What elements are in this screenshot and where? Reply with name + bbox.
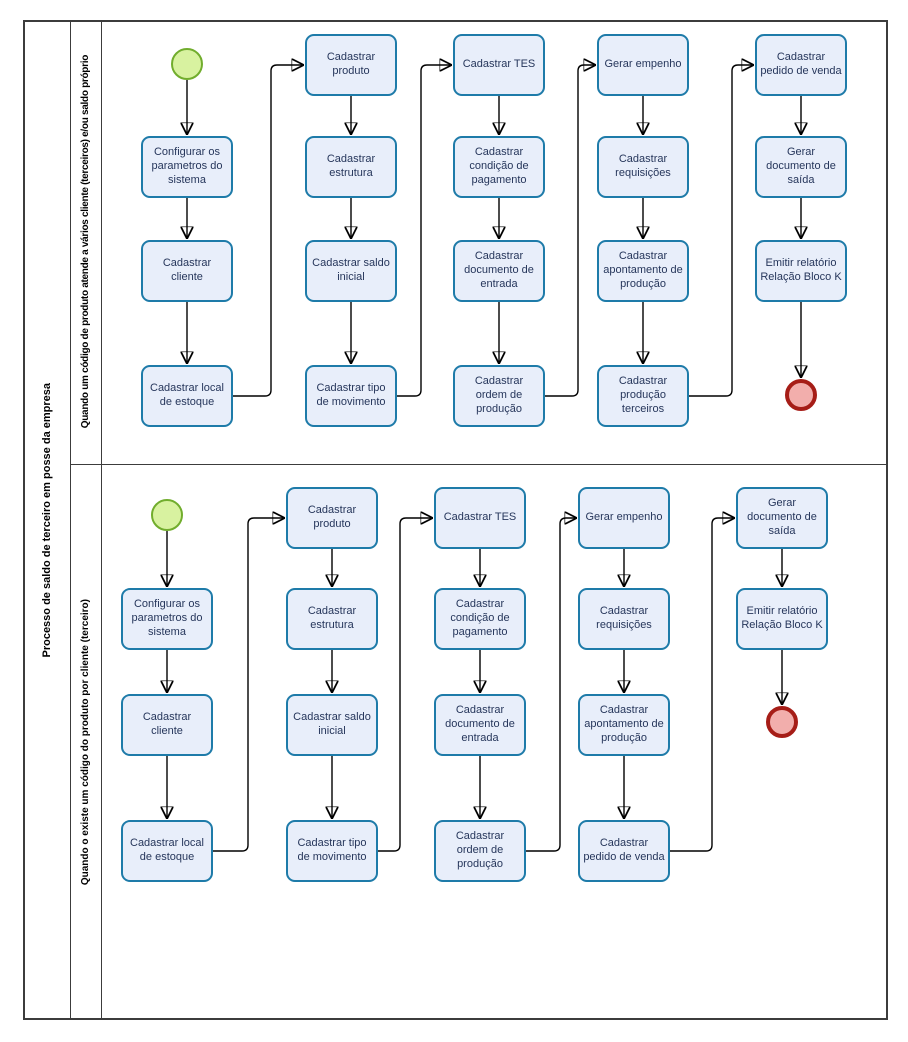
task-cadastrar-condicao-pagamento: Cadastrar condição de pagamento bbox=[453, 136, 545, 198]
task-cadastrar-producao-terceiros: Cadastrar produção terceiros bbox=[597, 365, 689, 427]
task-cadastrar-tes: Cadastrar TES bbox=[434, 487, 526, 549]
task-gerar-empenho: Gerar empenho bbox=[578, 487, 670, 549]
lane2-label-cell: Quando o existe um código do produto por… bbox=[70, 464, 101, 1020]
lane1-title: Quando um código de produto atende a vár… bbox=[80, 55, 91, 429]
task-cadastrar-saldo-inicial: Cadastrar saldo inicial bbox=[305, 240, 397, 302]
task-cadastrar-tes: Cadastrar TES bbox=[453, 34, 545, 96]
task-cadastrar-local-estoque: Cadastrar local de estoque bbox=[121, 820, 213, 882]
task-cadastrar-apontamento-producao: Cadastrar apontamento de produção bbox=[578, 694, 670, 756]
task-cadastrar-local-estoque: Cadastrar local de estoque bbox=[141, 365, 233, 427]
task-cadastrar-estrutura: Cadastrar estrutura bbox=[286, 588, 378, 650]
start-event bbox=[151, 499, 183, 531]
end-event bbox=[785, 379, 817, 411]
task-configurar-parametros: Configurar os parametros do sistema bbox=[121, 588, 213, 650]
task-cadastrar-ordem-producao: Cadastrar ordem de produção bbox=[434, 820, 526, 882]
task-cadastrar-tipo-movimento: Cadastrar tipo de movimento bbox=[305, 365, 397, 427]
pool-label-cell: Processo de saldo de terceiro em posse d… bbox=[23, 20, 70, 1020]
task-emitir-relatorio-bloco-k: Emitir relatório Relação Bloco K bbox=[736, 588, 828, 650]
task-cadastrar-cliente: Cadastrar cliente bbox=[121, 694, 213, 756]
task-cadastrar-ordem-producao: Cadastrar ordem de produção bbox=[453, 365, 545, 427]
lane-divider bbox=[70, 464, 888, 465]
task-cadastrar-requisicoes: Cadastrar requisições bbox=[578, 588, 670, 650]
task-cadastrar-produto: Cadastrar produto bbox=[286, 487, 378, 549]
task-gerar-documento-saida: Gerar documento de saída bbox=[736, 487, 828, 549]
task-cadastrar-pedido-venda: Cadastrar pedido de venda bbox=[578, 820, 670, 882]
lane-label-divider bbox=[101, 20, 102, 1020]
pool-border bbox=[23, 20, 888, 1020]
lane1-label-cell: Quando um código de produto atende a vár… bbox=[70, 20, 101, 464]
lane2-title: Quando o existe um código do produto por… bbox=[80, 598, 91, 886]
task-cadastrar-apontamento-producao: Cadastrar apontamento de produção bbox=[597, 240, 689, 302]
task-gerar-documento-saida: Gerar documento de saída bbox=[755, 136, 847, 198]
task-cadastrar-saldo-inicial: Cadastrar saldo inicial bbox=[286, 694, 378, 756]
task-cadastrar-requisicoes: Cadastrar requisições bbox=[597, 136, 689, 198]
task-cadastrar-produto: Cadastrar produto bbox=[305, 34, 397, 96]
task-cadastrar-cliente: Cadastrar cliente bbox=[141, 240, 233, 302]
pool-title: Processo de saldo de terceiro em posse d… bbox=[40, 382, 53, 658]
start-event bbox=[171, 48, 203, 80]
task-cadastrar-estrutura: Cadastrar estrutura bbox=[305, 136, 397, 198]
task-cadastrar-documento-entrada: Cadastrar documento de entrada bbox=[434, 694, 526, 756]
pool-label-divider bbox=[70, 20, 71, 1020]
task-emitir-relatorio-bloco-k: Emitir relatório Relação Bloco K bbox=[755, 240, 847, 302]
end-event bbox=[766, 706, 798, 738]
task-cadastrar-condicao-pagamento: Cadastrar condição de pagamento bbox=[434, 588, 526, 650]
task-cadastrar-documento-entrada: Cadastrar documento de entrada bbox=[453, 240, 545, 302]
task-gerar-empenho: Gerar empenho bbox=[597, 34, 689, 96]
task-cadastrar-tipo-movimento: Cadastrar tipo de movimento bbox=[286, 820, 378, 882]
task-configurar-parametros: Configurar os parametros do sistema bbox=[141, 136, 233, 198]
task-cadastrar-pedido-venda: Cadastrar pedido de venda bbox=[755, 34, 847, 96]
